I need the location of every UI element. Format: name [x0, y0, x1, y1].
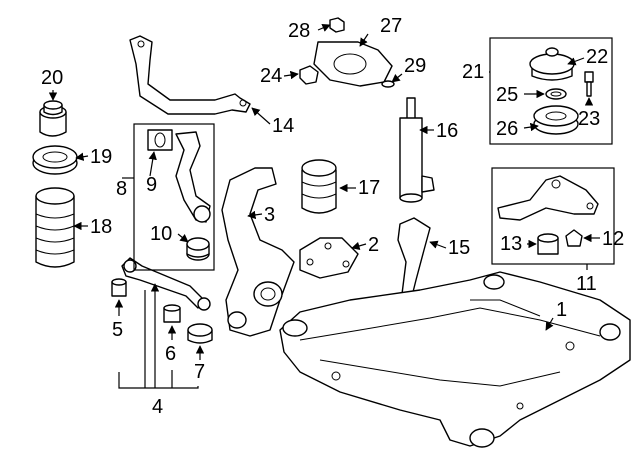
callout-20: 20	[41, 67, 63, 89]
part-20-bump-stop	[39, 100, 67, 137]
callout-19: 19	[90, 146, 112, 168]
callout-27: 27	[380, 15, 402, 37]
group-box-11	[491, 167, 615, 265]
part-25-bearing	[545, 88, 567, 100]
part-22-strut-mount	[529, 47, 575, 81]
callout-1: 1	[556, 299, 567, 321]
part-16-strut	[399, 97, 435, 203]
part-6-bushing	[163, 304, 181, 323]
callout-29: 29	[404, 55, 426, 77]
part-28-nut	[329, 17, 345, 33]
callout-8: 8	[116, 178, 127, 200]
callout-11: 11	[576, 273, 597, 295]
part-9-bushing	[147, 129, 173, 151]
part-18-dust-boot	[35, 187, 75, 268]
callout-26: 26	[496, 118, 518, 140]
callout-13: 13	[500, 233, 522, 255]
part-8-lower-arm	[175, 131, 211, 223]
group-box-21	[489, 37, 613, 145]
part-24-nut	[299, 65, 319, 85]
part-11-upper-arm	[497, 175, 599, 221]
callout-3: 3	[264, 204, 275, 226]
part-14-stabilizer-bar	[129, 35, 251, 115]
part-10-bushing	[186, 237, 210, 261]
part-4-lower-link	[121, 257, 211, 311]
callout-16: 16	[436, 120, 458, 142]
part-1-subframe	[279, 271, 631, 448]
callout-28: 28	[288, 20, 310, 42]
callout-21: 21	[462, 61, 484, 83]
callout-25: 25	[496, 84, 518, 106]
part-13-bushing	[537, 233, 559, 255]
part-3-steering-knuckle	[221, 167, 295, 337]
part-19-spring-seat	[32, 145, 78, 175]
part-2-bracket	[299, 237, 359, 279]
callout-labels: 1 2 3 4 5 6 7 8 9 10 11 12 13 14 15 16 1…	[41, 15, 624, 418]
part-5-bushing	[111, 278, 127, 297]
part-29-clip	[381, 80, 395, 88]
callout-4: 4	[152, 396, 163, 418]
callout-10: 10	[150, 223, 172, 245]
group-box-8	[133, 123, 215, 271]
part-17-dust-boot	[301, 159, 337, 214]
callout-23: 23	[578, 108, 600, 130]
callout-6: 6	[165, 343, 176, 365]
part-27-mount-plate	[313, 41, 393, 87]
callout-14: 14	[272, 115, 294, 137]
part-15-fork	[397, 217, 431, 297]
callout-2: 2	[368, 234, 379, 256]
callout-12: 12	[602, 228, 624, 250]
callout-5: 5	[112, 319, 123, 341]
part-7-bushing	[187, 323, 213, 344]
part-23-bolt	[584, 71, 594, 97]
callout-7: 7	[194, 361, 205, 383]
callout-15: 15	[448, 237, 470, 259]
callout-24: 24	[260, 65, 282, 87]
callout-22: 22	[586, 46, 608, 68]
part-26-spring-seat	[533, 105, 579, 135]
leader-lines	[48, 24, 600, 389]
callout-17: 17	[358, 177, 380, 199]
callout-9: 9	[146, 174, 157, 196]
part-12-bushing	[565, 229, 583, 247]
callout-18: 18	[90, 216, 112, 238]
